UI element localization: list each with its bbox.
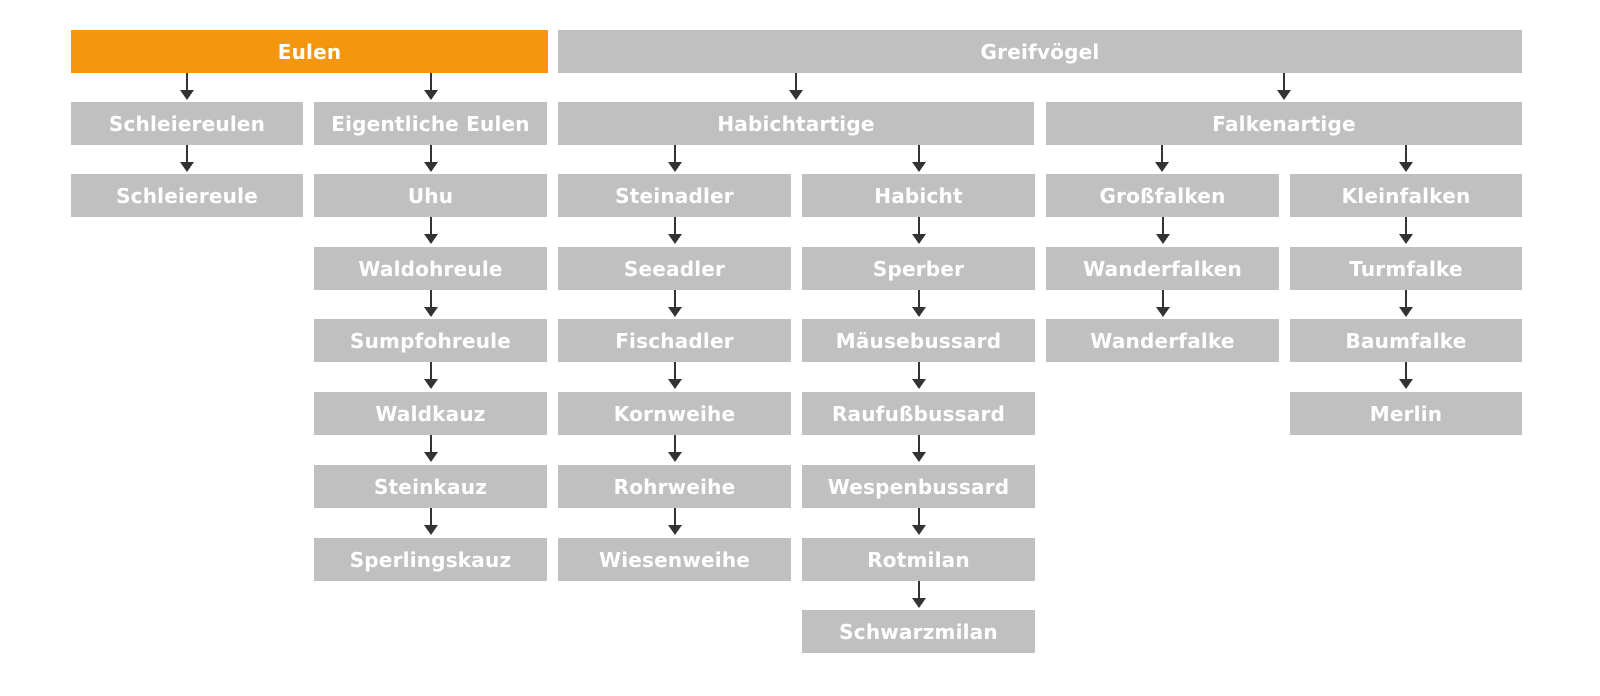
- greifvoegel-header: Greifvögel: [558, 30, 1522, 73]
- species-box-eigentliche-eulen: Steinkauz: [314, 465, 547, 508]
- species-box-eigentliche-eulen: Waldkauz: [314, 392, 547, 435]
- arrow-steinadler: [667, 362, 682, 390]
- arrow-grossfalken: [1155, 290, 1170, 318]
- species-box-kleinfalken: Kleinfalken: [1290, 174, 1522, 217]
- arrow-kleinfalken: [1399, 290, 1413, 318]
- arrow-grossfalken: [1155, 217, 1170, 245]
- arrow-steinadler: [667, 290, 682, 318]
- species-box-habicht: Habicht: [802, 174, 1035, 217]
- species-box-eigentliche-eulen: Waldohreule: [314, 247, 547, 290]
- arrow-steinadler: [667, 508, 682, 536]
- arrow-habicht: [911, 581, 926, 609]
- eulen-header: Eulen: [71, 30, 548, 73]
- species-box-kleinfalken: Turmfalke: [1290, 247, 1522, 290]
- arrow-steinadler: [667, 217, 682, 245]
- species-box-grossfalken: Wanderfalken: [1046, 247, 1279, 290]
- arrow-eulen-schleiereulen: [180, 73, 194, 101]
- arrow-eigentliche-eulen: [423, 435, 438, 463]
- species-box-steinadler: Rohrweihe: [558, 465, 791, 508]
- species-box-habicht: Wespenbussard: [802, 465, 1035, 508]
- species-box-grossfalken: Wanderfalke: [1046, 319, 1279, 362]
- species-box-schleiereulen: Schleiereule: [71, 174, 303, 217]
- arrow-habicht: [911, 290, 926, 318]
- species-box-kleinfalken: Baumfalke: [1290, 319, 1522, 362]
- species-box-habicht: Raufußbussard: [802, 392, 1035, 435]
- arrow-habicht: [911, 217, 926, 245]
- group-falkenartige: Falkenartige: [1046, 102, 1522, 145]
- group-habichtartige: Habichtartige: [558, 102, 1034, 145]
- arrow-habicht: [911, 362, 926, 390]
- arrow-into-habicht: [912, 145, 926, 173]
- species-box-habicht: Schwarzmilan: [802, 610, 1035, 653]
- species-box-eigentliche-eulen: Sumpfohreule: [314, 319, 547, 362]
- group-eigentliche-eulen: Eigentliche Eulen: [314, 102, 547, 145]
- species-box-habicht: Rotmilan: [802, 538, 1035, 581]
- arrow-eigentliche-eulen: [423, 362, 438, 390]
- species-box-steinadler: Kornweihe: [558, 392, 791, 435]
- arrow-into-kleinfalken: [1399, 145, 1413, 173]
- arrow-eigentliche-eulen: [423, 290, 438, 318]
- arrow-eigentliche-eulen: [423, 217, 438, 245]
- species-box-kleinfalken: Merlin: [1290, 392, 1522, 435]
- arrow-habicht: [911, 435, 926, 463]
- species-box-steinadler: Wiesenweihe: [558, 538, 791, 581]
- arrow-steinadler: [667, 435, 682, 463]
- arrow-into-grossfalken: [1155, 145, 1169, 173]
- arrow-greifvoegel-habichtartige: [789, 73, 803, 101]
- group-schleiereulen: Schleiereulen: [71, 102, 303, 145]
- arrow-greifvoegel-falkenartige: [1277, 73, 1291, 101]
- species-box-eigentliche-eulen: Uhu: [314, 174, 547, 217]
- arrow-kleinfalken: [1399, 362, 1413, 390]
- arrow-into-steinadler: [668, 145, 682, 173]
- species-box-habicht: Sperber: [802, 247, 1035, 290]
- arrow-habicht: [911, 508, 926, 536]
- arrow-kleinfalken: [1399, 217, 1413, 245]
- arrow-eulen-eigentliche-eulen: [424, 73, 438, 101]
- arrow-into-schleiereulen: [180, 145, 194, 173]
- arrow-eigentliche-eulen: [423, 508, 438, 536]
- species-box-eigentliche-eulen: Sperlingskauz: [314, 538, 547, 581]
- species-box-steinadler: Fischadler: [558, 319, 791, 362]
- species-box-steinadler: Seeadler: [558, 247, 791, 290]
- species-box-grossfalken: Großfalken: [1046, 174, 1279, 217]
- arrow-into-eigentliche_eulen: [424, 145, 438, 173]
- species-box-steinadler: Steinadler: [558, 174, 791, 217]
- species-box-habicht: Mäusebussard: [802, 319, 1035, 362]
